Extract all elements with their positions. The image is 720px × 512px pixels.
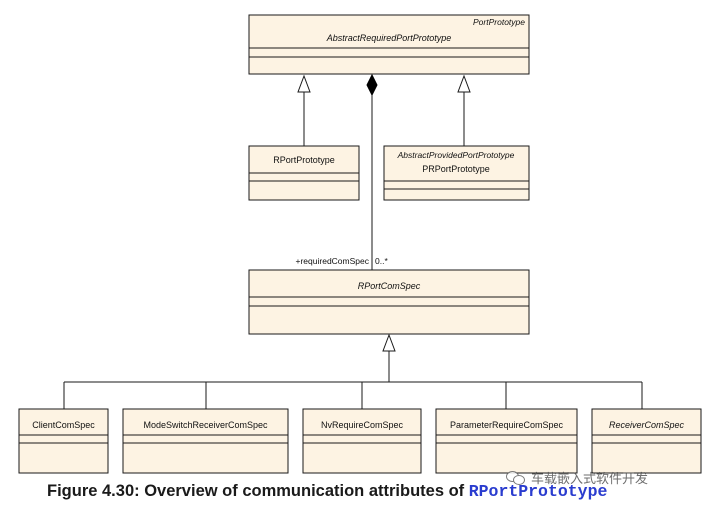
generalization-com-spec-tree [63, 333, 643, 409]
class-name-client-com-spec: ClientComSpec [32, 420, 95, 430]
generalization-prport [457, 74, 471, 146]
class-rport-prototype: RPortPrototype [248, 145, 360, 201]
watermark: 车载嵌入式软件开发 [506, 468, 648, 487]
class-client-com-spec: ClientComSpec [18, 408, 109, 474]
class-parameter-require-com-spec: ParameterRequireComSpec [435, 408, 578, 474]
generalization-rport [297, 74, 311, 146]
caption-code: RPortPrototype [468, 482, 608, 501]
stereotype-port-prototype: PortPrototype [473, 17, 525, 27]
class-mode-switch-receiver-com-spec: ModeSwitchReceiverComSpec [122, 408, 289, 474]
class-name-receiver-com-spec: ReceiverComSpec [609, 420, 685, 430]
composition-diamond-icon [366, 73, 378, 97]
watermark-text: 车载嵌入式软件开发 [531, 472, 649, 487]
class-name-parameter-require-com-spec: ParameterRequireComSpec [450, 420, 564, 430]
class-name-rport-prototype: RPortPrototype [273, 155, 335, 165]
wechat-icon [506, 470, 526, 486]
class-prport-prototype: AbstractProvidedPortPrototype PRPortProt… [383, 145, 530, 201]
caption-text: Figure 4.30: Overview of communication a… [47, 482, 469, 500]
class-name-abstract-required-port-prototype: AbstractRequiredPortPrototype [326, 33, 452, 43]
class-name-mode-switch-receiver-com-spec: ModeSwitchReceiverComSpec [143, 420, 268, 430]
composition-required-com-spec: +requiredComSpec 0..* [296, 73, 388, 270]
class-name-nv-require-com-spec: NvRequireComSpec [321, 420, 404, 430]
class-name-rport-com-spec: RPortComSpec [358, 281, 421, 291]
association-role-label: +requiredComSpec [296, 256, 370, 266]
stereotype-abstract-provided-port-prototype: AbstractProvidedPortPrototype [397, 150, 515, 160]
class-nv-require-com-spec: NvRequireComSpec [302, 408, 422, 474]
class-name-prport-prototype: PRPortPrototype [422, 164, 490, 174]
association-multiplicity-label: 0..* [375, 256, 388, 266]
figure-caption: Figure 4.30: Overview of communication a… [47, 482, 607, 501]
class-rport-com-spec: RPortComSpec [248, 269, 530, 335]
class-receiver-com-spec: ReceiverComSpec [591, 408, 702, 474]
class-abstract-required-port-prototype: PortPrototype AbstractRequiredPortProtot… [248, 14, 530, 75]
